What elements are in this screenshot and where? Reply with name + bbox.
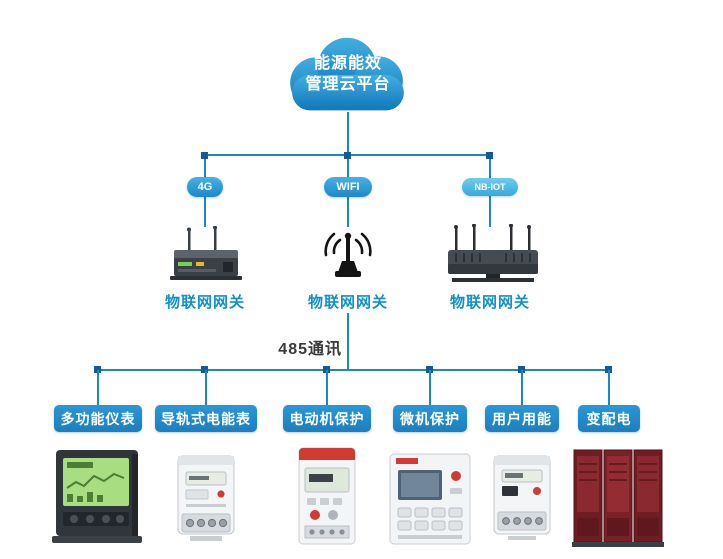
cloud-title-line1: 能源能效 bbox=[313, 55, 382, 72]
gateway-label-wifi: 物联网网关 bbox=[307, 294, 388, 311]
bus-485-label: 485通讯 bbox=[278, 341, 342, 358]
connector-line bbox=[429, 370, 431, 405]
cloud-icon bbox=[273, 28, 423, 126]
category-box-power-distribution: 变配电 bbox=[578, 405, 640, 432]
connector-line bbox=[608, 370, 610, 405]
junction-node bbox=[323, 366, 330, 373]
junction-node bbox=[486, 152, 493, 159]
category-box-micro-protection: 微机保护 bbox=[393, 405, 467, 432]
gateway-label-4g: 物联网网关 bbox=[164, 294, 245, 311]
din-rail-meter-icon bbox=[162, 452, 250, 549]
cloud-title: 能源能效 管理云平台 bbox=[273, 53, 423, 95]
connector-line bbox=[326, 370, 328, 405]
junction-node bbox=[605, 366, 612, 373]
badge-nb-iot: NB-IOT bbox=[462, 178, 518, 196]
connector-line bbox=[205, 370, 207, 405]
junction-node bbox=[426, 366, 433, 373]
junction-node bbox=[344, 152, 351, 159]
nbiot-router-icon bbox=[446, 223, 540, 293]
connector-line bbox=[347, 112, 349, 156]
category-box-motor-protection: 电动机保护 bbox=[283, 405, 371, 432]
badge-4g: 4G bbox=[187, 177, 223, 197]
cloud-title-line2: 管理云平台 bbox=[305, 76, 391, 93]
user-energy-meter-icon bbox=[482, 452, 562, 549]
gateway-label-nbiot: 物联网网关 bbox=[449, 294, 530, 311]
connector-line bbox=[347, 313, 349, 371]
junction-node bbox=[518, 366, 525, 373]
badge-wifi: WIFI bbox=[324, 177, 372, 197]
junction-node bbox=[201, 152, 208, 159]
bus-line bbox=[97, 369, 610, 371]
junction-node bbox=[201, 366, 208, 373]
power-distribution-cabinet-icon bbox=[572, 446, 664, 553]
4g-router-icon bbox=[168, 225, 244, 293]
category-box-user-energy: 用户用能 bbox=[485, 405, 559, 432]
microcomputer-protection-icon bbox=[386, 450, 474, 553]
junction-node bbox=[94, 366, 101, 373]
connector-line bbox=[97, 370, 99, 405]
wifi-antenna-icon bbox=[320, 228, 376, 289]
multifunction-meter-icon bbox=[50, 448, 146, 551]
category-box-multifunction-meter: 多功能仪表 bbox=[54, 405, 142, 432]
connector-line bbox=[521, 370, 523, 405]
category-box-din-rail-meter: 导轨式电能表 bbox=[155, 405, 257, 432]
motor-protection-icon bbox=[291, 446, 363, 553]
